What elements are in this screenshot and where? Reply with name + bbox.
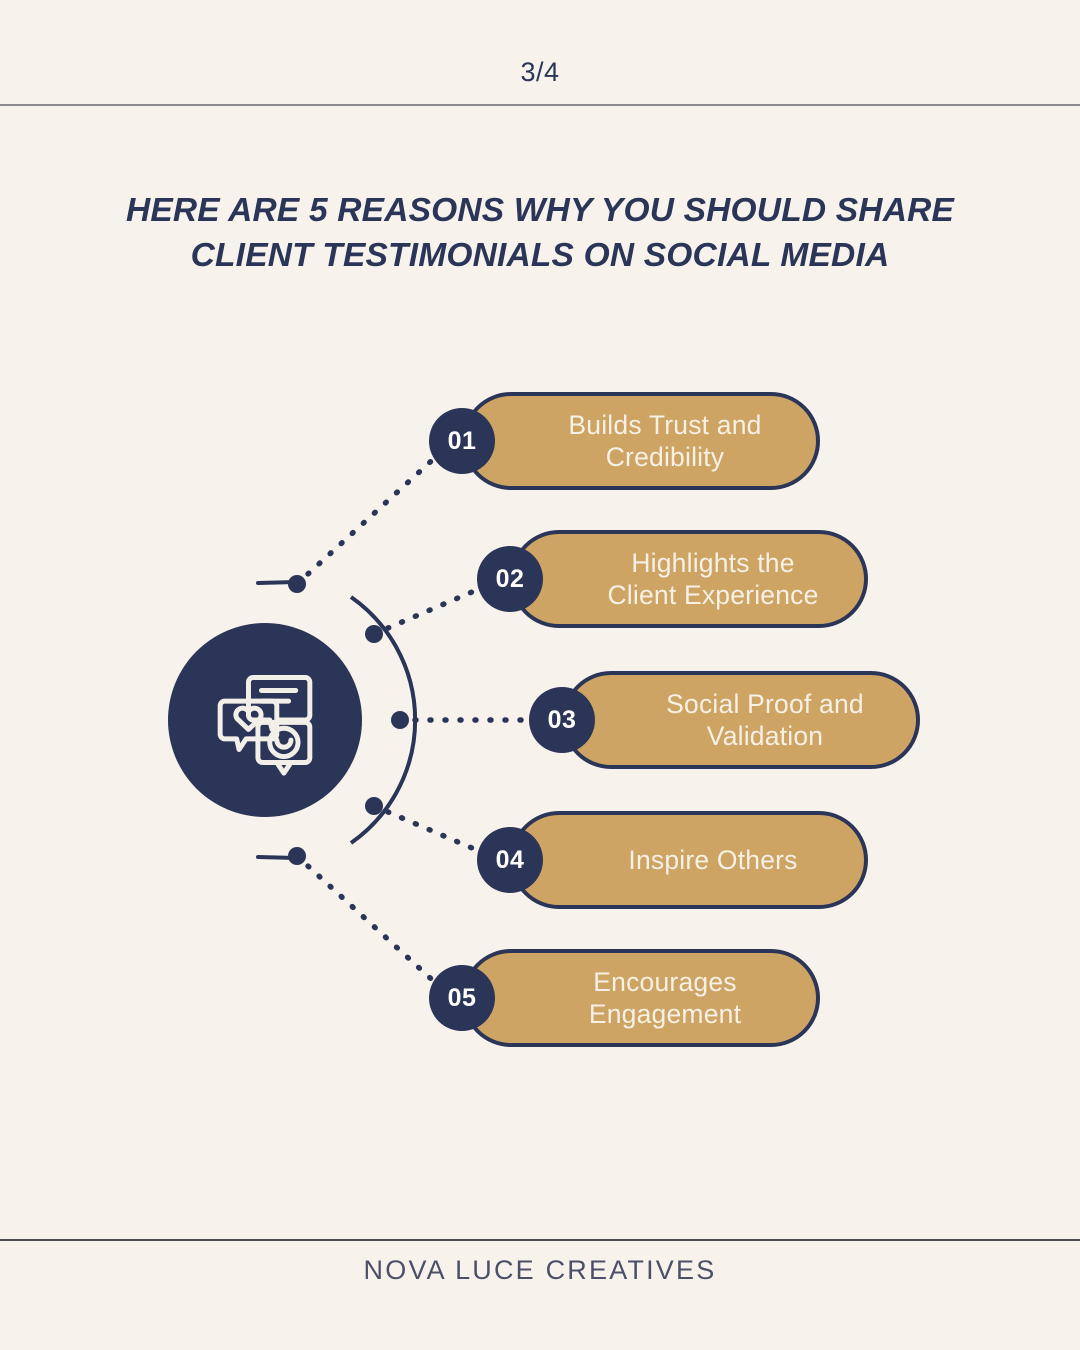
item-label-03: Social Proof and Validation: [666, 688, 864, 753]
item-number-badge-04[interactable]: 04: [477, 827, 543, 893]
item-pill-03[interactable]: Social Proof and Validation: [562, 671, 920, 769]
item-label-01-line-2: Credibility: [605, 442, 725, 472]
arc-node-01: [288, 575, 306, 593]
item-label-04-line-1: Inspire Others: [628, 844, 798, 875]
footer-brand: NOVA LUCE CREATIVES: [363, 1255, 717, 1285]
item-pill-02[interactable]: Highlights the Client Experience: [510, 530, 868, 628]
arc-node-03: [391, 711, 409, 729]
item-label-03-line-1: Social Proof and: [666, 688, 864, 719]
header-divider: [0, 104, 1080, 106]
page-indicator: 3/4: [520, 57, 560, 87]
hub-circle: [168, 623, 362, 817]
item-label-05-line-1: Encourages: [593, 966, 737, 997]
item-number-badge-01[interactable]: 01: [429, 408, 495, 474]
page-title-line-1: HERE ARE 5 REASONS WHY YOU SHOULD SHARE: [125, 192, 955, 229]
item-label-04: Inspire Others: [628, 844, 797, 876]
item-label-01: Builds Trust and Credibility: [568, 409, 761, 474]
item-label-05: Encourages Engagement: [589, 966, 741, 1031]
item-label-03-line-2: Validation: [706, 721, 824, 751]
item-number-badge-02[interactable]: 02: [477, 546, 543, 612]
item-label-01-line-1: Builds Trust and: [568, 409, 762, 440]
item-number-badge-03[interactable]: 03: [529, 687, 595, 753]
item-number-badge-05[interactable]: 05: [429, 965, 495, 1031]
footer-divider: [0, 1239, 1080, 1241]
item-label-02-line-1: Highlights the: [631, 547, 795, 578]
item-label-05-line-2: Engagement: [588, 999, 742, 1029]
item-pill-01[interactable]: Builds Trust and Credibility: [462, 392, 820, 490]
speech-bubbles-testimonial-icon: [217, 675, 313, 776]
leader-line-05: [294, 853, 455, 1001]
item-label-02-line-2: Client Experience: [607, 580, 819, 610]
arc-node-05: [288, 847, 306, 865]
leader-line-01: [294, 439, 455, 587]
diagram: Builds Trust and Credibility 01 Highligh…: [0, 370, 1080, 1070]
connector-lines: [256, 439, 555, 1001]
item-label-02: Highlights the Client Experience: [607, 547, 818, 612]
item-pill-05[interactable]: Encourages Engagement: [462, 949, 820, 1047]
item-pill-04[interactable]: Inspire Others: [510, 811, 868, 909]
page-title-line-2: CLIENT TESTIMONIALS ON SOCIAL MEDIA: [190, 237, 890, 275]
arc-node-02: [365, 625, 383, 643]
arc-node-04: [365, 797, 383, 815]
page-title: HERE ARE 5 REASONS WHY YOU SHOULD SHARE …: [90, 188, 990, 278]
